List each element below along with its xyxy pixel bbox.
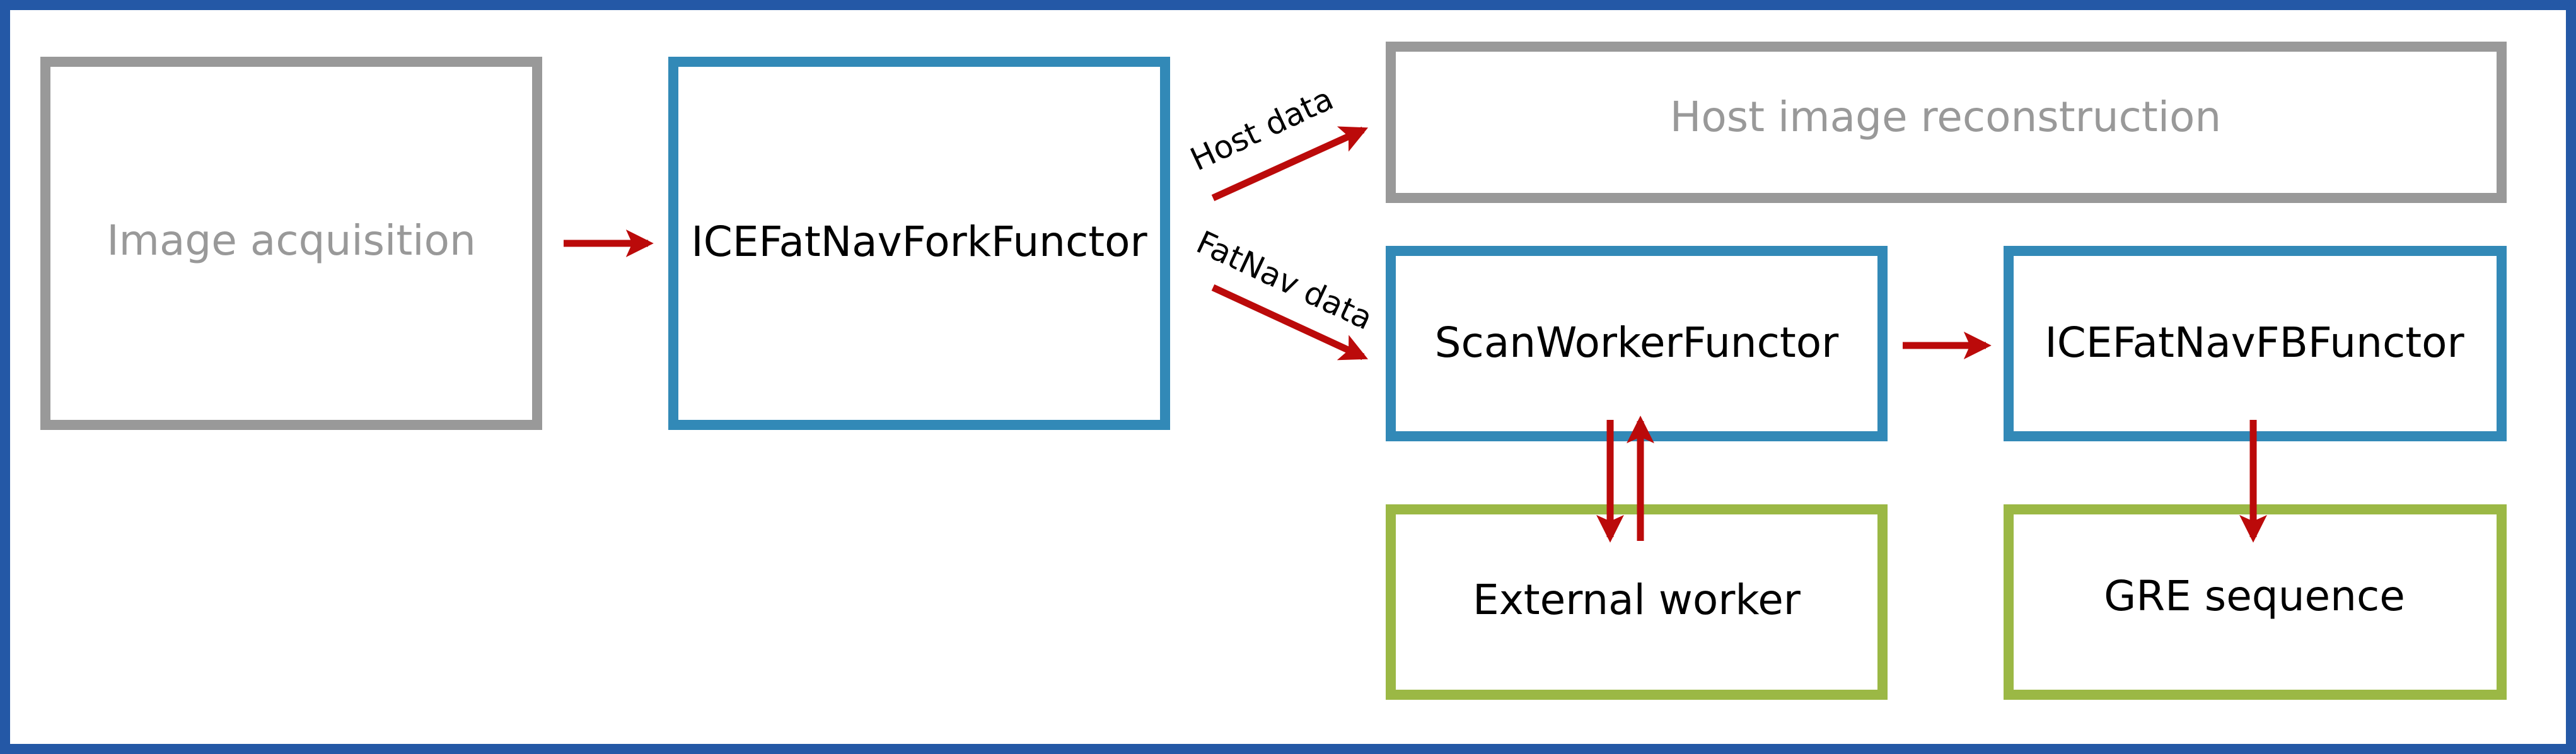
node-host-reconstruction: Host image reconstruction bbox=[1386, 42, 2507, 203]
node-image-acquisition-label: Image acquisition bbox=[107, 216, 476, 265]
node-host-reconstruction-label: Host image reconstruction bbox=[1670, 93, 2222, 141]
node-fb-functor: ICEFatNavFBFunctor bbox=[2004, 246, 2507, 441]
node-external-worker-label: External worker bbox=[1473, 576, 1801, 624]
node-scan-worker-functor-label: ScanWorkerFunctor bbox=[1435, 318, 1840, 367]
edge-label-host-data: Host data bbox=[1185, 80, 1338, 178]
node-gre-sequence-label: GRE sequence bbox=[2104, 572, 2405, 620]
node-fork-functor-box bbox=[668, 57, 1170, 430]
node-image-acquisition-box bbox=[40, 57, 542, 430]
node-fork-functor-label: ICEFatNavForkFunctor bbox=[691, 218, 1147, 266]
arrow-fork-to-scan-worker bbox=[1211, 284, 1368, 361]
node-fb-functor-label: ICEFatNavFBFunctor bbox=[2045, 318, 2464, 367]
node-host-reconstruction-box bbox=[1386, 42, 2507, 203]
node-gre-sequence: GRE sequence bbox=[2004, 504, 2507, 700]
node-image-acquisition: Image acquisition bbox=[40, 57, 542, 430]
node-external-worker-box bbox=[1386, 504, 1888, 700]
node-external-worker: External worker bbox=[1386, 504, 1888, 700]
arrow-fork-to-host bbox=[1211, 126, 1369, 202]
node-scan-worker-functor: ScanWorkerFunctor bbox=[1386, 246, 1888, 441]
node-fork-functor: ICEFatNavForkFunctor bbox=[668, 57, 1170, 430]
node-scan-worker-functor-box bbox=[1386, 246, 1888, 441]
